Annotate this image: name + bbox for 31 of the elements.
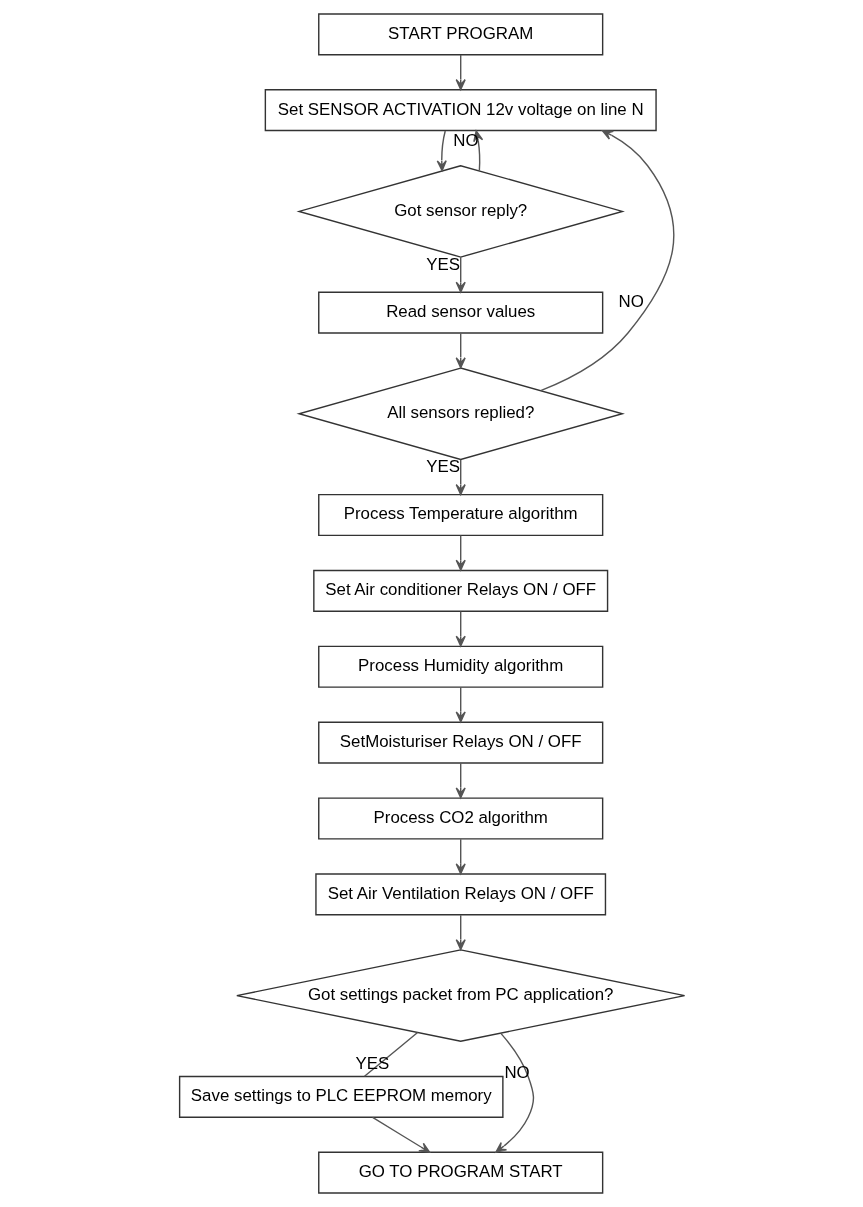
node-box: Process Temperature algorithm — [317, 493, 603, 537]
arrow — [455, 534, 466, 571]
arrow — [436, 130, 447, 172]
node-box: Set Air conditioner Relays ON / OFF — [312, 569, 608, 612]
node-box: Set Air Ventilation Relays ON / OFF — [314, 873, 606, 916]
node-box: SetMoisturiser Relays ON / OFF — [317, 721, 603, 764]
arrow — [371, 1116, 430, 1153]
node-box: Read sensor values — [317, 291, 603, 334]
node-box: Process CO2 algorithm — [317, 797, 603, 840]
arrow — [455, 256, 466, 293]
arrow — [455, 332, 466, 369]
node-box: Set SENSOR ACTIVATION 12v voltage on line N — [264, 89, 657, 132]
arrow — [494, 1032, 534, 1153]
edge-label: NO — [618, 291, 644, 311]
node-diamond: All sensors replied? — [296, 367, 625, 461]
node-diamond: Got settings packet from PC application? — [235, 949, 685, 1042]
node-box: Process Humidity algorithm — [317, 645, 603, 688]
edge-label: NO — [503, 1062, 530, 1082]
arrow — [455, 610, 466, 647]
arrow — [539, 130, 675, 392]
arrow — [455, 459, 466, 496]
arrow — [455, 686, 466, 723]
node-diamond: Got sensor reply? — [296, 164, 625, 258]
node-box: GO TO PROGRAM START — [317, 1151, 603, 1194]
node-box: Save settings to PLC EEPROM memory — [178, 1075, 504, 1118]
node-box: START PROGRAM — [317, 13, 603, 56]
arrow — [455, 762, 466, 799]
arrow — [455, 914, 466, 951]
edge-label: NO — [452, 130, 479, 150]
arrow — [455, 838, 466, 875]
arrow — [455, 54, 466, 91]
